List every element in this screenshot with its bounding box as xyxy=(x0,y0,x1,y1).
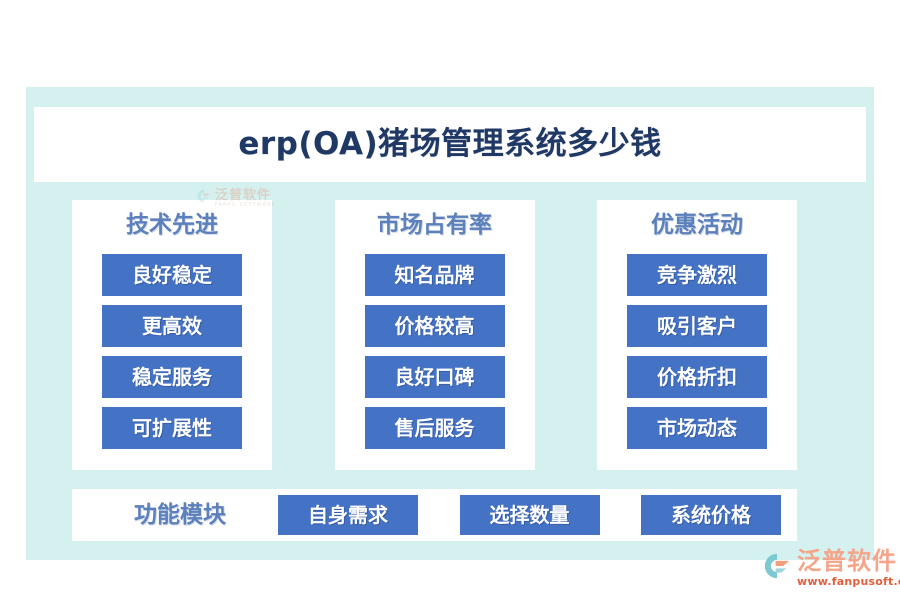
columns-region: 技术先进 良好稳定 更高效 稳定服务 可扩展性 市场占有率 知名品牌 价格较高 … xyxy=(72,200,797,470)
chip-item[interactable]: 吸引客户 xyxy=(627,305,767,347)
column-panel-3: 优惠活动 竞争激烈 吸引客户 价格折扣 市场动态 xyxy=(597,200,797,470)
column-header-2: 市场占有率 xyxy=(377,212,492,238)
chip-list-1: 良好稳定 更高效 稳定服务 可扩展性 xyxy=(88,254,256,449)
bottom-panel: 功能模块 自身需求 选择数量 系统价格 xyxy=(72,489,797,541)
chip-item[interactable]: 可扩展性 xyxy=(102,407,242,449)
chip-item[interactable]: 售后服务 xyxy=(364,407,505,449)
bottom-chip-item[interactable]: 系统价格 xyxy=(641,495,781,535)
column-header-3: 优惠活动 xyxy=(651,212,743,238)
corner-logo-url: www.fanpusoft.com xyxy=(797,575,900,588)
chip-item[interactable]: 市场动态 xyxy=(627,407,767,449)
chip-item[interactable]: 更高效 xyxy=(102,305,242,347)
infographic-container: erp(OA)猪场管理系统多少钱 技术先进 良好稳定 更高效 稳定服务 可扩展性… xyxy=(26,87,874,560)
chip-list-3: 竞争激烈 吸引客户 价格折扣 市场动态 xyxy=(613,254,781,449)
chip-item[interactable]: 良好稳定 xyxy=(102,254,242,296)
chip-item[interactable]: 良好口碑 xyxy=(364,356,505,398)
chip-item[interactable]: 知名品牌 xyxy=(364,254,505,296)
chip-item[interactable]: 价格折扣 xyxy=(627,356,767,398)
bottom-chip-item[interactable]: 选择数量 xyxy=(459,495,600,535)
chip-item[interactable]: 竞争激烈 xyxy=(627,254,767,296)
title-panel: erp(OA)猪场管理系统多少钱 xyxy=(34,107,866,182)
corner-logo-name: 泛普软件 xyxy=(797,547,897,575)
fanpu-logo-icon xyxy=(762,551,792,585)
chip-list-2: 知名品牌 价格较高 良好口碑 售后服务 xyxy=(351,254,519,449)
chip-item[interactable]: 稳定服务 xyxy=(102,356,242,398)
corner-logo-words: 泛普软件 www.fanpusoft.com xyxy=(797,549,900,587)
chip-item[interactable]: 价格较高 xyxy=(364,305,505,347)
column-panel-2: 市场占有率 知名品牌 价格较高 良好口碑 售后服务 xyxy=(334,200,535,470)
bottom-chip-item[interactable]: 自身需求 xyxy=(278,495,418,535)
page-title: erp(OA)猪场管理系统多少钱 xyxy=(238,126,662,162)
column-header-1: 技术先进 xyxy=(126,212,218,238)
bottom-chip-list: 自身需求 选择数量 系统价格 xyxy=(272,495,781,535)
bottom-row-label: 功能模块 xyxy=(134,501,226,528)
corner-logo: 泛普软件 www.fanpusoft.com xyxy=(762,549,900,587)
column-panel-1: 技术先进 良好稳定 更高效 稳定服务 可扩展性 xyxy=(72,200,272,470)
